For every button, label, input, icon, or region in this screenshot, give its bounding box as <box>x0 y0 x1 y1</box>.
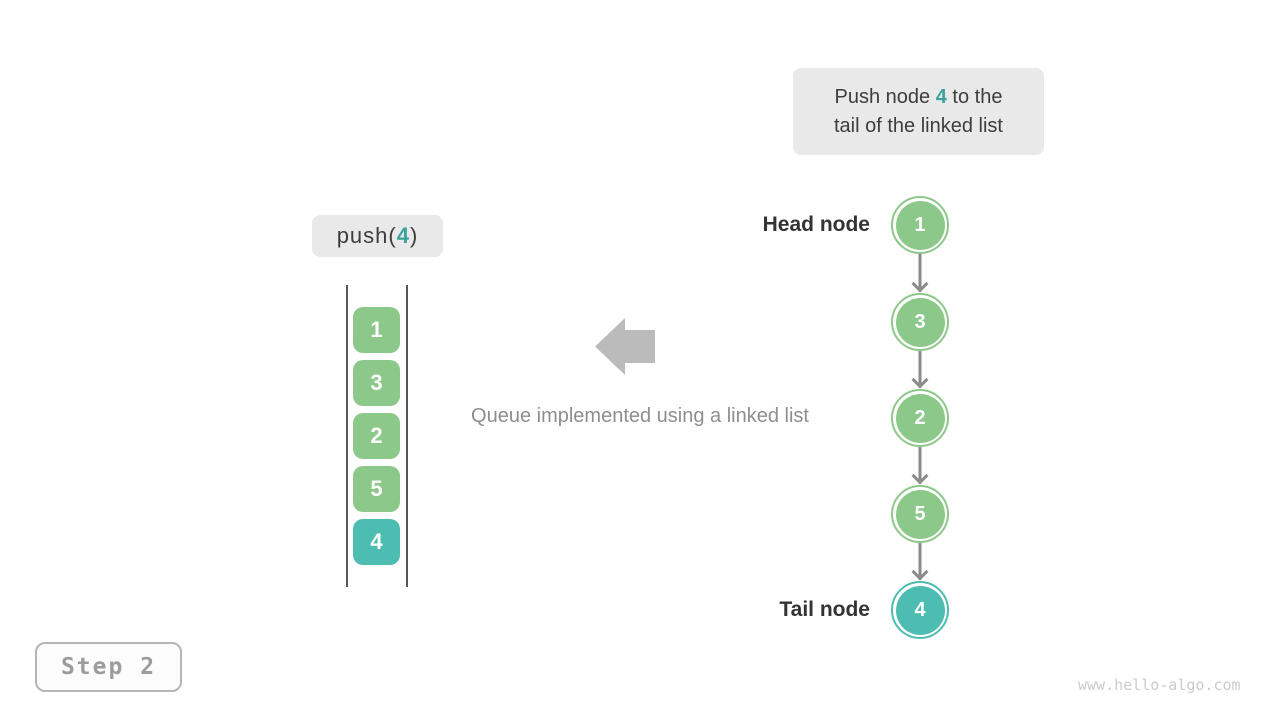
arrow-head <box>911 467 929 485</box>
linked-list-node-highlighted: 4 <box>891 581 949 639</box>
queue-container-right-wall <box>406 285 408 587</box>
callout-highlight-value: 4 <box>935 85 947 108</box>
step-badge: Step 2 <box>35 642 182 692</box>
queue-array-item: 2 <box>353 413 400 459</box>
operation-pre: push( <box>336 223 397 248</box>
arrow-line <box>918 447 922 480</box>
callout-line1-post: to the <box>946 85 1003 108</box>
queue-array: 1 3 2 5 4 <box>353 307 400 565</box>
down-arrow-icon <box>906 447 934 485</box>
callout-box: Push node 4 to the tail of the linked li… <box>793 68 1044 155</box>
arrow-head <box>911 371 929 389</box>
arrow-line <box>918 543 922 576</box>
callout-line1: Push node 4 to the <box>835 83 1003 112</box>
arrow-line <box>918 351 922 384</box>
callout-line1-pre: Push node <box>834 85 936 108</box>
linked-list-node-value: 5 <box>895 489 945 539</box>
down-arrow-icon <box>906 351 934 389</box>
down-arrow-icon <box>906 543 934 581</box>
linked-list-node-value: 1 <box>895 200 945 250</box>
linked-list-node: 1 <box>891 196 949 254</box>
operation-value: 4 <box>396 223 410 248</box>
arrow-head <box>911 275 929 293</box>
arrow-line <box>918 254 922 288</box>
down-arrow-icon <box>906 254 934 293</box>
head-node-label: Head node <box>762 213 870 236</box>
linked-list-node: 5 <box>891 485 949 543</box>
queue-array-item: 3 <box>353 360 400 406</box>
queue-array-item: 5 <box>353 466 400 512</box>
queue-container-left-wall <box>346 285 348 587</box>
callout-line2: tail of the linked list <box>834 114 1003 137</box>
linked-list-node-value: 2 <box>895 393 945 443</box>
queue-array-item: 1 <box>353 307 400 353</box>
linked-list-node: 3 <box>891 293 949 351</box>
linked-list-node: 2 <box>891 389 949 447</box>
queue-array-item-highlighted: 4 <box>353 519 400 565</box>
left-block-arrow-icon <box>595 318 655 375</box>
tail-node-label: Tail node <box>779 598 870 621</box>
arrow-head <box>911 563 929 581</box>
linked-list-node-value: 4 <box>895 585 945 635</box>
watermark: www.hello-algo.com <box>1078 676 1241 694</box>
linked-list-node-value: 3 <box>895 297 945 347</box>
operation-label: push(4) <box>312 215 443 257</box>
operation-post: ) <box>409 223 419 248</box>
diagram-caption: Queue implemented using a linked list <box>471 405 809 427</box>
